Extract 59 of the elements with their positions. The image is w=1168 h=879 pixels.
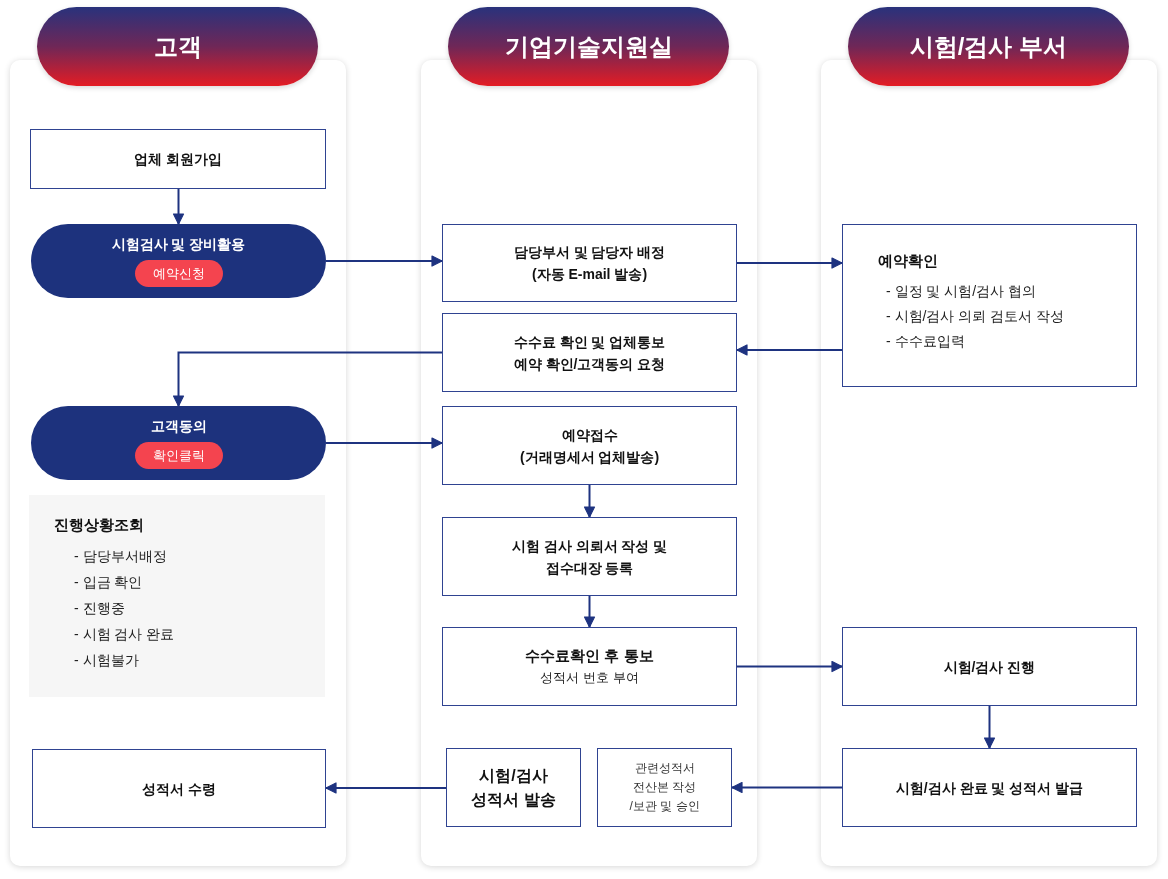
panel-heading: 진행상황조회	[54, 515, 145, 535]
swimlane	[421, 7, 757, 866]
connector-arrow	[731, 781, 843, 794]
list-item: - 입금 확인	[74, 573, 144, 592]
step-label: 담당부서 및 담당자 배정	[513, 243, 666, 262]
swimlane	[821, 7, 1157, 866]
step-label: 고객동의	[150, 417, 207, 435]
list-item: - 담당부서배정	[74, 547, 168, 566]
list-item: - 시험/검사 의뢰 검토서 작성	[886, 307, 1066, 326]
swimlane	[10, 7, 346, 866]
lane-header: 시험/검사 부서	[848, 7, 1129, 86]
process-box	[842, 748, 1137, 827]
list-item: - 시험불가	[74, 651, 140, 670]
process-box	[32, 749, 326, 828]
panel-heading: 예약확인	[878, 251, 939, 271]
connector-arrow	[983, 705, 996, 749]
step-label: 시험/검사 완료 및 성적서 발급	[895, 778, 1084, 798]
process-box	[442, 517, 737, 596]
lane-header: 고객	[37, 7, 318, 86]
connector-arrow	[172, 351, 443, 407]
step-label: 시험검사 및 장비활용	[111, 235, 246, 253]
step-label: 예약 확인/고객동의 요청	[513, 354, 666, 374]
action-button: 예약신청	[134, 260, 223, 287]
step-label: 예약접수	[561, 425, 618, 445]
connector-arrow	[172, 188, 185, 225]
connector-arrow	[736, 344, 843, 356]
lane-header: 기업기술지원실	[448, 7, 729, 86]
action-button: 확인클릭	[134, 442, 223, 469]
connector-arrow	[736, 257, 843, 269]
list-item: - 수수료입력	[886, 332, 966, 351]
step-label: 수수료 확인 및 업체통보	[513, 332, 666, 352]
connector-arrow	[325, 782, 447, 794]
process-box	[30, 129, 326, 189]
step-label: 수수료확인 후 통보	[525, 645, 654, 666]
connector-arrow	[325, 437, 443, 449]
step-label: 업체 회원가입	[134, 150, 222, 169]
connector-arrow	[583, 484, 596, 518]
list-item: - 시험 검사 완료	[74, 625, 176, 644]
step-note: 성적서 번호 부여	[540, 668, 639, 687]
step-label: 시험/검사 진행	[943, 657, 1036, 677]
step-label: 시험/검사 성적서 발송	[470, 765, 557, 810]
process-box	[442, 406, 737, 485]
connector-arrow	[736, 660, 843, 673]
process-box	[842, 627, 1137, 706]
process-box	[442, 627, 737, 706]
step-label: (거래명세서 업체발송)	[519, 447, 660, 467]
process-box	[597, 748, 732, 827]
connector-arrow	[583, 595, 596, 628]
process-box	[842, 224, 1137, 387]
connector-arrow	[325, 255, 443, 267]
step-label: 시험 검사 의뢰서 작성 및 접수대장 등록	[510, 536, 669, 578]
process-box	[442, 224, 737, 302]
step-label: (자동 E-mail 발송)	[531, 265, 648, 284]
list-item: - 일정 및 시험/검사 협의	[886, 282, 1038, 301]
process-box	[446, 748, 581, 827]
process-box	[442, 313, 737, 392]
step-label: 성적서 수령	[142, 779, 216, 799]
step-label: 관련성적서 전산본 작성 /보관 및 승인	[628, 760, 701, 815]
list-item: - 진행중	[74, 599, 126, 618]
